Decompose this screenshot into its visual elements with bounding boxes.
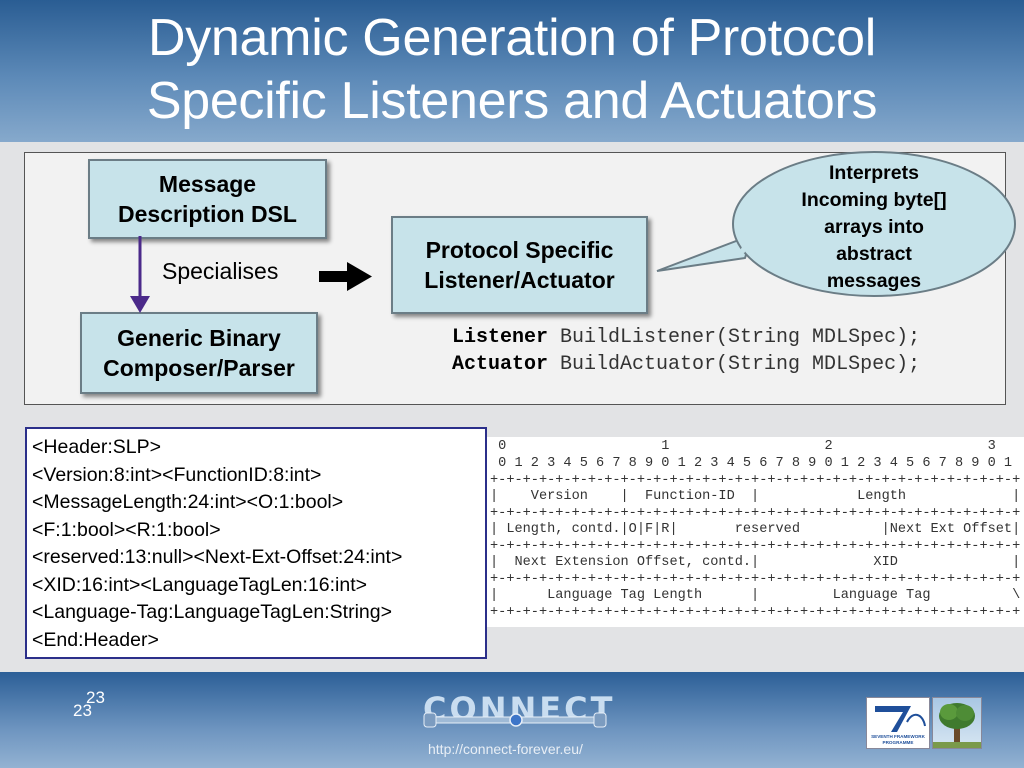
tree-logo <box>932 697 982 749</box>
spec-line: <Language-Tag:LanguageTagLen:String> <box>32 601 392 623</box>
connect-logo-bar-icon <box>423 712 607 728</box>
packet-line: 0 1 2 3 4 5 6 7 8 9 0 1 2 3 4 5 6 7 8 9 … <box>490 456 1013 471</box>
packet-line: +-+-+-+-+-+-+-+-+-+-+-+-+-+-+-+-+-+-+-+-… <box>490 539 1021 554</box>
slide-title-line-2: Specific Listeners and Actuators <box>146 72 878 130</box>
fp7-caption-line-1: SEVENTH FRAMEWORK <box>871 734 925 739</box>
spec-line: <reserved:13:null><Next-Ext-Offset:24:in… <box>32 546 403 568</box>
code-listener-sig: BuildListener(String MDLSpec); <box>548 326 921 349</box>
packet-line: +-+-+-+-+-+-+-+-+-+-+-+-+-+-+-+-+-+-+-+-… <box>490 473 1021 488</box>
packet-line: | Language Tag Length | Language Tag \ <box>490 588 1021 603</box>
callout-line-1: Interprets <box>829 162 919 184</box>
spec-line: <End:Header> <box>32 628 159 651</box>
flow-arrow-shaft <box>319 271 349 282</box>
generic-binary-line-2: Composer/Parser <box>103 355 295 381</box>
mdl-spec-box: <Header:SLP> <Version:8:int><FunctionID:… <box>25 427 487 659</box>
message-dsl-box: Message Description DSL <box>88 159 327 239</box>
packet-line: | Length, contd.|O|F|R| reserved |Next E… <box>490 522 1021 537</box>
code-listener-line: Listener BuildListener(String MDLSpec); <box>452 326 920 349</box>
protocol-listener-line-1: Protocol Specific <box>425 237 614 263</box>
specialises-arrow-head <box>130 296 150 313</box>
packet-format-diagram: 0 1 2 3 0 1 2 3 4 5 6 7 8 9 0 1 2 3 4 5 … <box>487 437 1024 627</box>
code-actuator-sig: BuildActuator(String MDLSpec); <box>548 353 921 376</box>
callout-bubble <box>732 151 1016 297</box>
spec-line: <Header:SLP> <box>32 436 162 458</box>
footer-url[interactable]: http://connect-forever.eu/ <box>428 741 583 757</box>
fp7-caption-line-2: PROGRAMME <box>882 740 914 745</box>
callout-line-5: messages <box>826 270 922 292</box>
fp7-caption: SEVENTH FRAMEWORK PROGRAMME <box>867 734 929 746</box>
packet-line: +-+-+-+-+-+-+-+-+-+-+-+-+-+-+-+-+-+-+-+-… <box>490 605 1021 620</box>
page-number-shadow: 23 <box>86 688 105 707</box>
callout-line-4: abstract <box>836 243 912 265</box>
packet-line: +-+-+-+-+-+-+-+-+-+-+-+-+-+-+-+-+-+-+-+-… <box>490 572 1021 587</box>
message-dsl-line-2: Description DSL <box>118 201 297 227</box>
callout-line-3: arrays into <box>824 216 924 238</box>
code-actuator-type: Actuator <box>452 353 549 376</box>
spec-line: <F:1:bool><R:1:bool> <box>32 518 221 541</box>
spec-line: <Version:8:int><FunctionID:8:int> <box>32 463 322 486</box>
callout-line-2: Incoming byte[] <box>801 189 947 211</box>
fp7-logo: SEVENTH FRAMEWORK PROGRAMME <box>866 697 930 749</box>
slide-title-line-1: Dynamic Generation of Protocol <box>147 9 876 67</box>
fp7-logo-icon <box>875 706 926 732</box>
callout-text: Interprets Incoming byte[] arrays into a… <box>760 160 988 295</box>
message-dsl-line-1: Message <box>158 171 257 197</box>
title-band: Dynamic Generation of Protocol Specific … <box>0 0 1024 142</box>
specialises-label: Specialises <box>162 258 279 284</box>
callout-tail-join <box>739 233 755 254</box>
spec-line: <XID:16:int><LanguageTagLen:16:int> <box>32 573 368 596</box>
spec-line: <MessageLength:24:int><O:1:bool> <box>32 491 344 513</box>
flow-arrow-head <box>347 262 372 291</box>
packet-line: +-+-+-+-+-+-+-+-+-+-+-+-+-+-+-+-+-+-+-+-… <box>490 506 1021 521</box>
packet-line: 0 1 2 3 <box>490 439 996 454</box>
generic-binary-line-1: Generic Binary <box>117 325 281 351</box>
code-listener-type: Listener <box>452 326 549 349</box>
packet-line: | Version | Function-ID | Length | <box>490 489 1021 504</box>
packet-line: | Next Extension Offset, contd.| XID | <box>490 555 1021 570</box>
generic-binary-box: Generic Binary Composer/Parser <box>80 312 318 394</box>
protocol-listener-line-2: Listener/Actuator <box>424 267 615 293</box>
code-actuator-line: Actuator BuildActuator(String MDLSpec); <box>452 353 920 376</box>
page-number: 23 <box>73 701 92 720</box>
protocol-listener-box: Protocol Specific Listener/Actuator <box>391 216 648 314</box>
tree-icon <box>933 703 981 748</box>
